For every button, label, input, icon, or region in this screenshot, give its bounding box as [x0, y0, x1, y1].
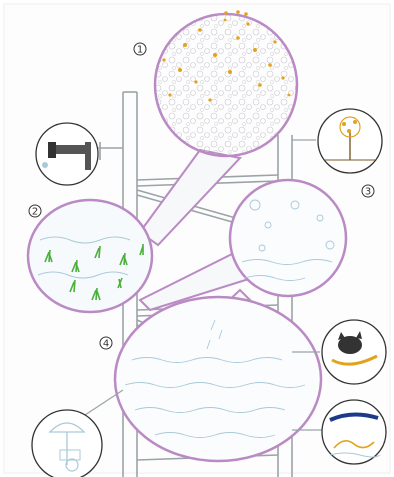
marker-1: 1: [134, 43, 146, 56]
marker-3: 3: [362, 185, 374, 198]
bubble-3-cloud: [230, 180, 346, 296]
bubble-2-meadow: [28, 200, 152, 312]
marker-2: 2: [29, 205, 41, 218]
marker-4: 4: [100, 337, 112, 350]
svg-text:4: 4: [103, 339, 109, 350]
svg-text:2: 2: [32, 207, 38, 218]
bubble-4-lake: [115, 297, 321, 461]
svg-text:3: 3: [365, 187, 371, 198]
svg-text:1: 1: [137, 45, 143, 56]
